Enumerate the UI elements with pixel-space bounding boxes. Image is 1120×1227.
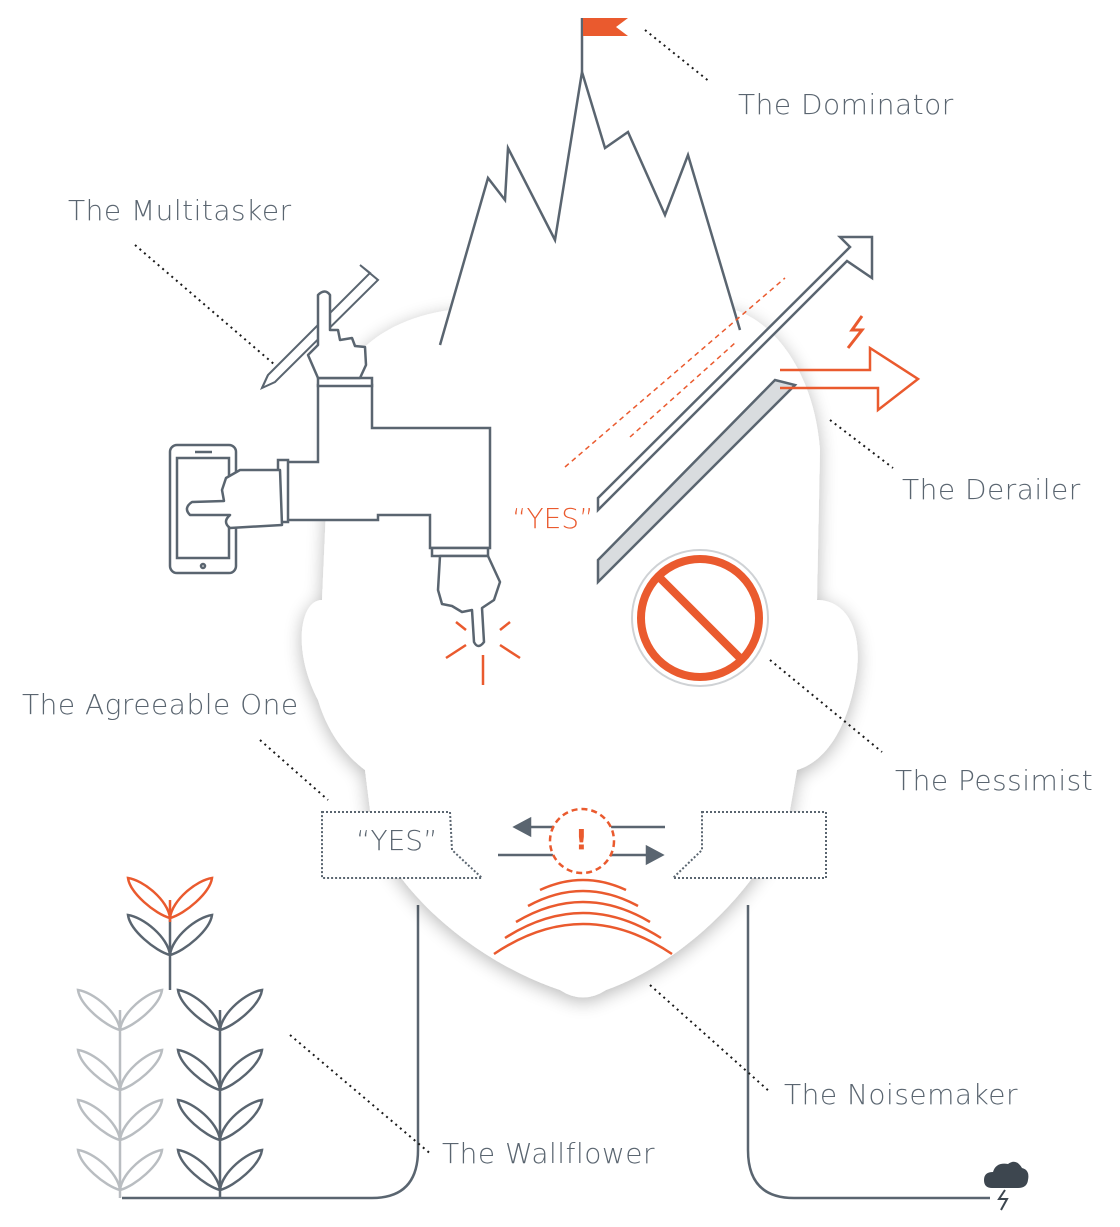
label-wallflower: The Wallflower <box>442 1137 655 1170</box>
label-pessimist: The Pessimist <box>895 764 1093 797</box>
exclamation-mark: ! <box>575 823 588 856</box>
storm-cloud-icon <box>984 1162 1028 1210</box>
label-dominator: The Dominator <box>738 88 954 121</box>
label-noisemaker: The Noisemaker <box>784 1078 1018 1111</box>
label-multitasker: The Multitasker <box>68 194 292 227</box>
head-silhouette <box>302 310 858 998</box>
dominator-peak <box>440 18 740 345</box>
flag-icon <box>583 18 628 36</box>
label-derailer: The Derailer <box>902 473 1081 506</box>
label-agreeable-one: The Agreeable One <box>22 688 299 721</box>
derailer-yes-quote: “YES” <box>512 502 594 535</box>
lightning-icon <box>848 316 862 348</box>
agreeable-yes-quote: “YES” <box>356 824 438 857</box>
sprout-icon <box>78 878 262 1198</box>
